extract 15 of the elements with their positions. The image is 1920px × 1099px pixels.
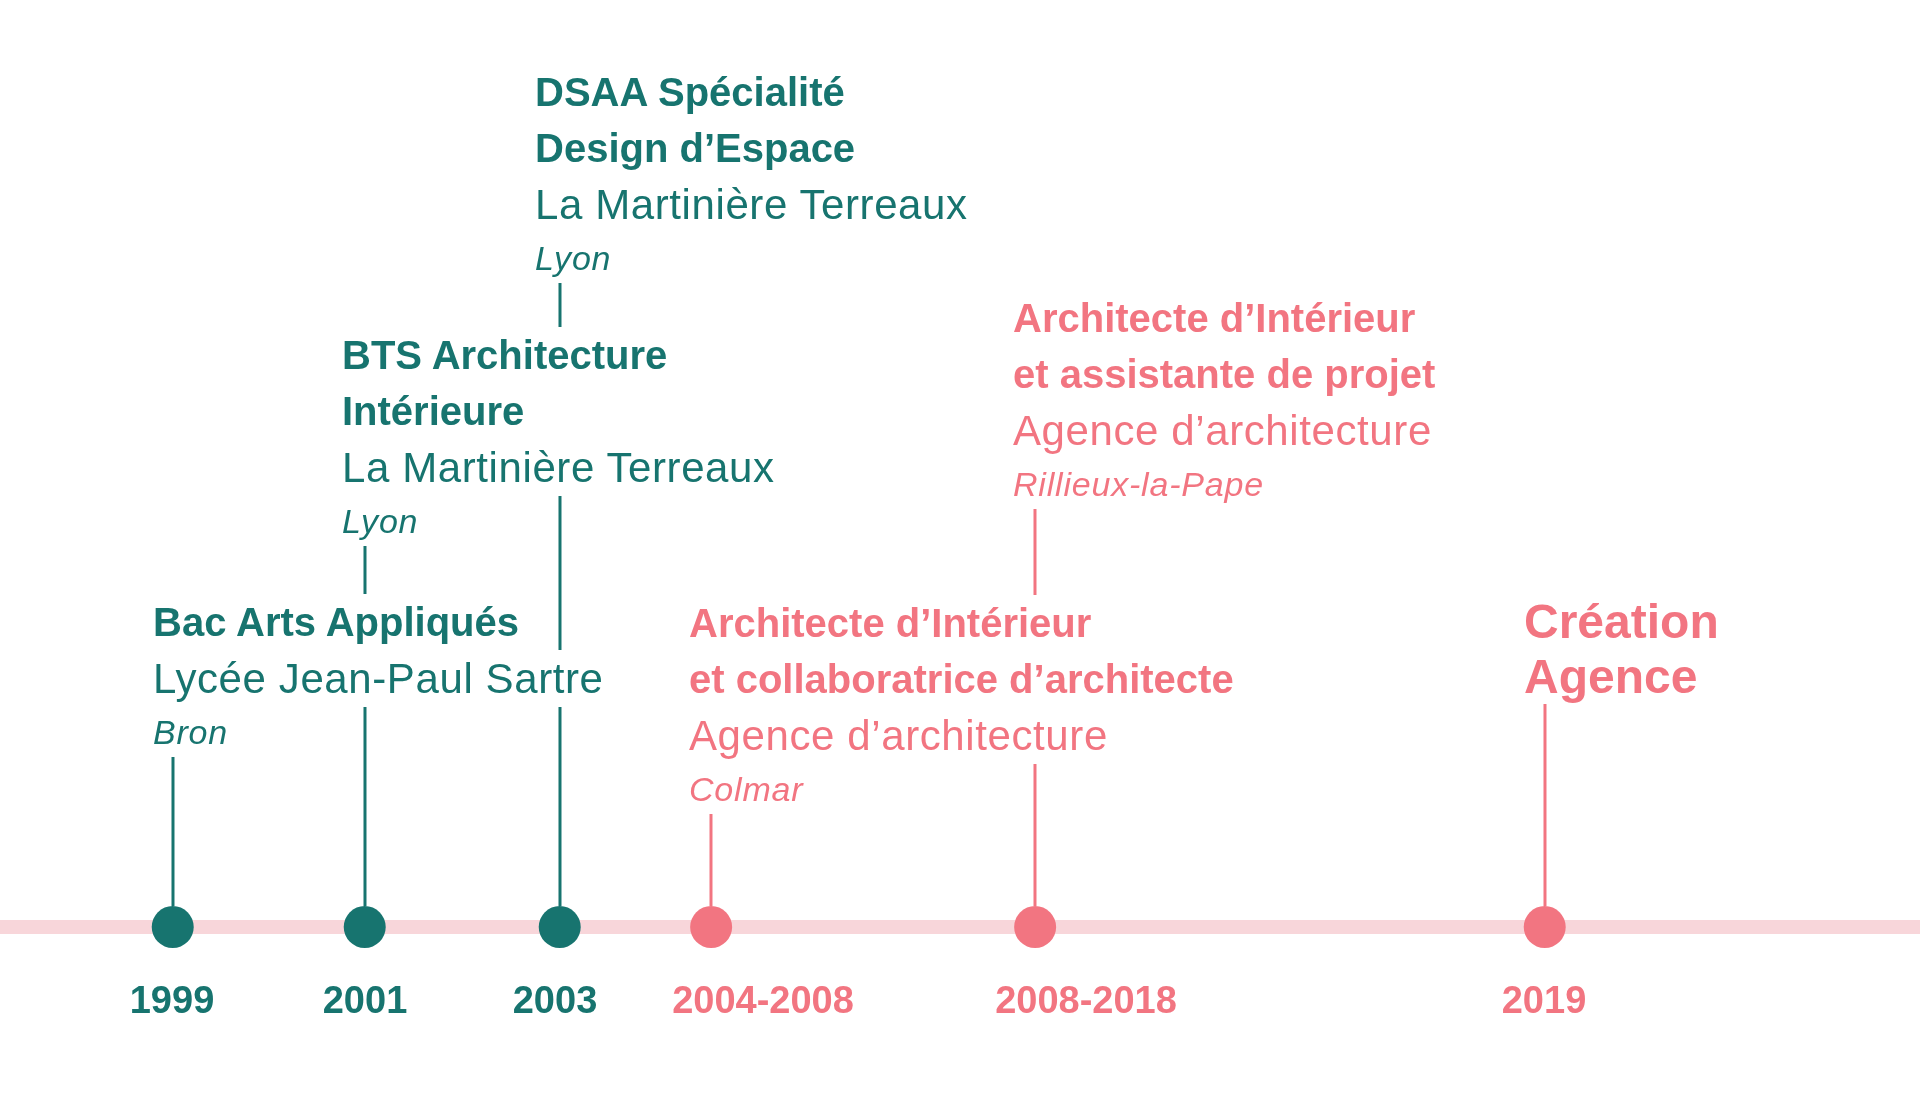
year-label: 2019	[1501, 978, 1587, 1022]
leader-line	[171, 757, 175, 906]
place-text: Agence d’architecture	[689, 707, 1108, 764]
year-label: 2003	[512, 978, 598, 1022]
year-label: 1999	[129, 978, 215, 1022]
place-text: Lycée Jean-Paul Sartre	[153, 650, 604, 707]
title-text: Bac Arts Appliqués	[153, 594, 519, 650]
year-label: 2004-2008	[672, 978, 854, 1022]
place-text: La Martinière Terreaux	[342, 439, 775, 496]
leader-line	[709, 814, 713, 906]
title-text: Architecte d’Intérieur et collaboratrice d’architecte	[689, 595, 1234, 707]
leader-line	[1543, 704, 1547, 906]
title-text: BTS Architecture Intérieure	[342, 327, 668, 439]
year-label: 2001	[322, 978, 408, 1022]
year-label: 2008-2018	[995, 978, 1177, 1022]
